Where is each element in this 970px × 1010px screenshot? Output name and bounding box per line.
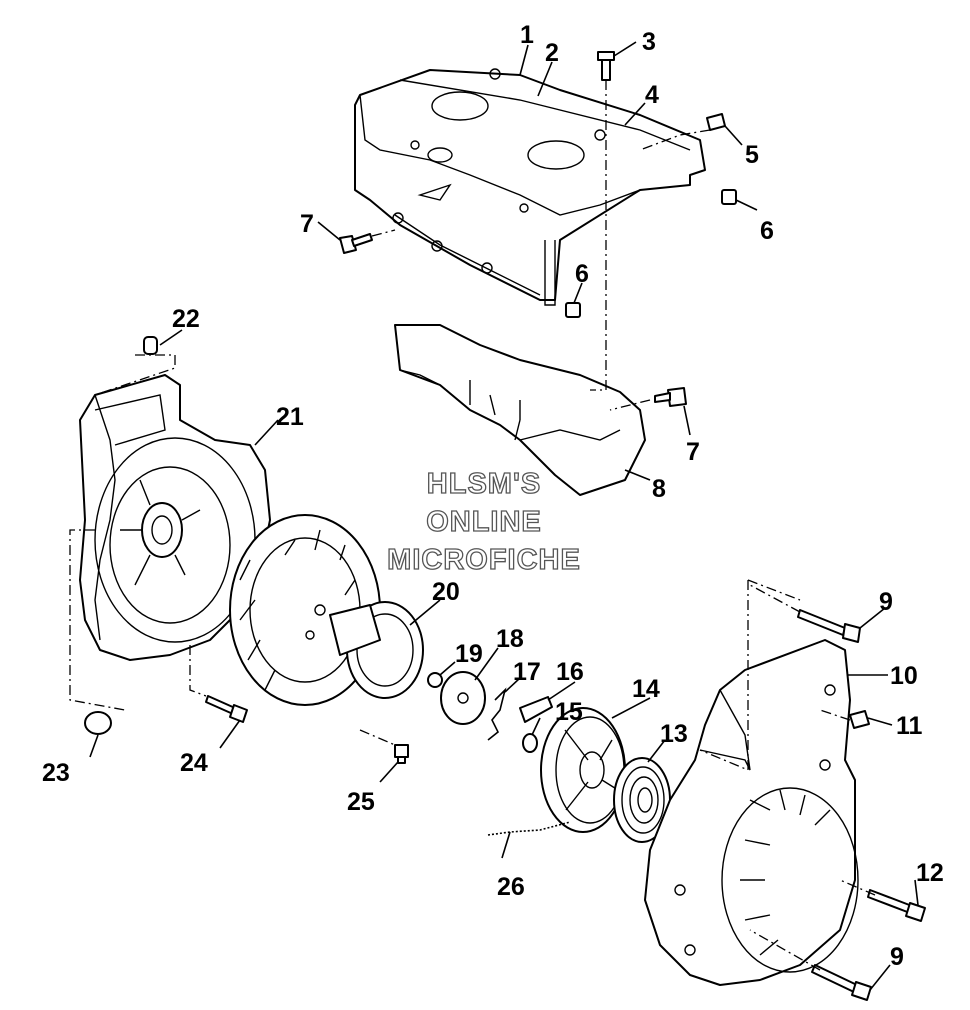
flywheel-20: [229, 514, 424, 706]
nut-11: [849, 710, 870, 729]
callout-18: 18: [496, 625, 524, 653]
watermark-line-3: MICROFICHE: [387, 544, 581, 576]
callout-20: 20: [432, 578, 460, 606]
spring-15: [522, 733, 538, 753]
fan-cover-upper: [354, 68, 706, 306]
bolt-12: [867, 889, 926, 922]
bolt-3: [597, 51, 615, 81]
callout-6-lower: 6: [575, 260, 589, 288]
callout-9-upper: 9: [879, 588, 893, 616]
nut-19: [427, 672, 443, 688]
callout-1: 1: [520, 21, 534, 49]
callout-11: 11: [896, 712, 923, 740]
watermark-line-1: HLSM'S: [427, 468, 541, 500]
shroud-8: [394, 324, 646, 496]
callout-24: 24: [180, 749, 208, 777]
watermark-line-2: ONLINE: [426, 506, 542, 538]
callout-6-upper: 6: [760, 217, 774, 245]
callout-5: 5: [745, 141, 759, 169]
callouts: 1 2 3 4 5 6 6 7 7 8 9 9 10 11 12 13 14 1…: [42, 21, 944, 971]
pawl-16: [519, 696, 553, 723]
plate-18: [440, 671, 486, 725]
callout-21: 21: [276, 403, 304, 431]
callout-17: 17: [513, 658, 541, 686]
bolt-24: [205, 695, 248, 723]
bolt-7-upper: [339, 233, 373, 254]
callout-25: 25: [347, 788, 375, 816]
spring-17: [487, 687, 507, 741]
callout-2: 2: [545, 39, 559, 67]
leader-lines: [89, 41, 919, 991]
clip-6-upper: [721, 189, 737, 205]
bolt-9-upper: [797, 609, 861, 643]
callout-14: 14: [632, 675, 660, 703]
starter-housing-10: [644, 639, 859, 986]
pulley-14: [540, 707, 626, 833]
callout-3: 3: [642, 28, 656, 56]
pin-22: [143, 336, 158, 355]
callout-15: 15: [555, 698, 583, 726]
bolt-9-lower: [811, 964, 872, 1001]
nut-5: [706, 113, 726, 131]
callout-8: 8: [652, 475, 666, 503]
callout-26: 26: [497, 873, 525, 901]
flywheel-housing-21: [79, 374, 271, 661]
callout-19: 19: [455, 640, 483, 668]
callout-7-upper: 7: [300, 210, 314, 238]
plug-23: [84, 711, 112, 735]
bolt-7-lower: [654, 387, 687, 407]
callout-13: 13: [660, 720, 688, 748]
callout-7-lower: 7: [686, 438, 700, 466]
callout-16: 16: [556, 658, 584, 686]
callout-23: 23: [42, 759, 70, 787]
assembly-lines: [69, 80, 876, 971]
callout-22: 22: [172, 305, 200, 333]
clip-6-lower: [565, 302, 581, 318]
callout-10: 10: [890, 662, 918, 690]
callout-4: 4: [645, 81, 659, 109]
callout-9-lower: 9: [890, 943, 904, 971]
callout-12: 12: [916, 859, 944, 887]
watermark: HLSM'S ONLINE MICROFICHE: [387, 467, 581, 576]
rope-26: [487, 821, 571, 836]
bolt-25: [394, 744, 409, 764]
